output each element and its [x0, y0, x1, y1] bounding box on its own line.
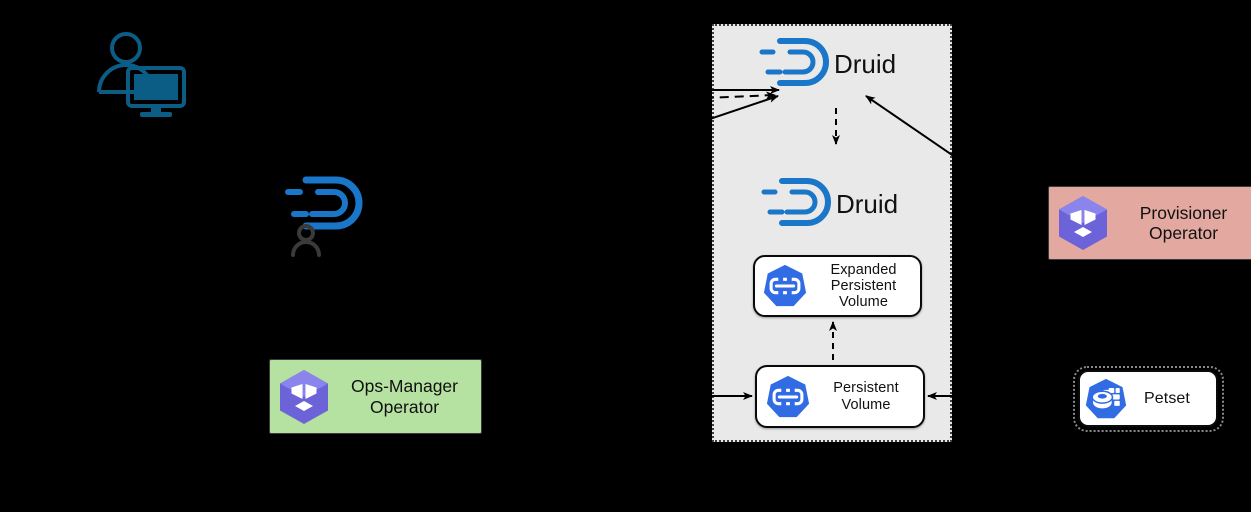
node-label: Provisioner Operator — [1139, 202, 1228, 243]
persistent-volume-icon — [755, 263, 815, 309]
user-at-computer-icon — [96, 30, 192, 120]
persistent-volume-icon — [757, 374, 819, 420]
person-icon — [288, 222, 324, 258]
edge-from-provisioner-to-druid-top — [865, 95, 1051, 223]
druid-middle-label: Druid — [836, 189, 899, 219]
node-label: Persistent Volume — [833, 380, 899, 413]
node-provisioner-operator[interactable]: Provisioner Operator — [1048, 186, 1251, 260]
edge-to-druid-top-diagonal — [469, 95, 779, 201]
node-label: Ops-Manager Operator — [351, 376, 458, 417]
node-ops-manager-operator[interactable]: Ops-Manager Operator — [269, 359, 482, 434]
node-label: Petset — [1144, 389, 1190, 407]
node-petset[interactable]: Petset — [1078, 370, 1218, 427]
druid-logo-middle — [758, 174, 838, 230]
druid-logo-top — [756, 34, 836, 90]
edge-to-druid-top-dashed — [419, 91, 776, 111]
petset-icon — [1080, 377, 1132, 421]
node-label: Expanded Persistent Volume — [830, 261, 897, 311]
kubedb-operator-icon — [270, 368, 338, 426]
node-persistent-volume[interactable]: Persistent Volume — [755, 365, 925, 428]
node-expanded-persistent-volume[interactable]: Expanded Persistent Volume — [753, 255, 922, 317]
druid-top-label: Druid — [834, 49, 897, 79]
petset-halo — [1073, 366, 1224, 432]
druid-logo-left — [278, 172, 374, 234]
kubedb-operator-icon — [1049, 194, 1117, 252]
